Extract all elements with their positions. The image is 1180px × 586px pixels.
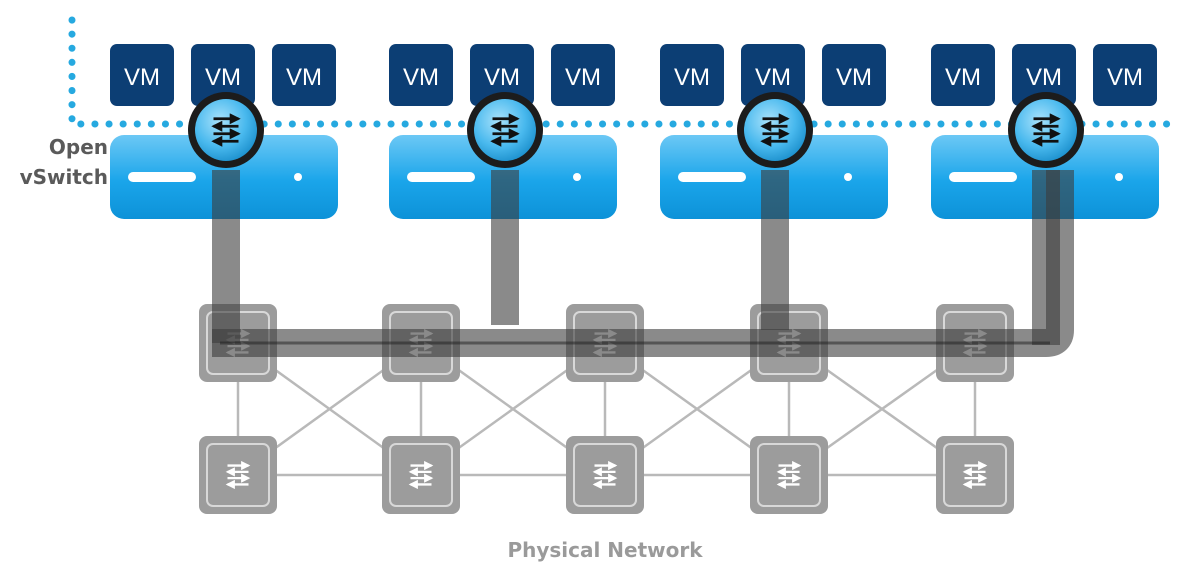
vm-label: VM: [755, 64, 791, 91]
vm-box: VM: [1012, 44, 1076, 106]
vm-box: VM: [741, 44, 805, 106]
vswitch-disc: [195, 99, 257, 161]
open-vswitch-label-line1: Open: [48, 135, 108, 159]
vm-label: VM: [1107, 64, 1143, 91]
vswitch-disc: [1015, 99, 1077, 161]
arrows-switch-icon: [490, 113, 520, 147]
vm-box-body: [1012, 44, 1076, 106]
vm-box-body: [660, 44, 724, 106]
arrows-switch-icon: [760, 113, 790, 147]
arrows-switch-icon: [225, 460, 251, 490]
vm-box-body: [931, 44, 995, 106]
open-vswitch-label-line2: vSwitch: [19, 165, 108, 189]
server-drive-slot: [949, 172, 1017, 182]
arrows-switch-icon: [211, 113, 241, 147]
vm-label: VM: [1026, 64, 1062, 91]
server-led: [573, 173, 581, 181]
vm-label: VM: [945, 64, 981, 91]
vm-box: VM: [931, 44, 995, 106]
physical-switch-inner-border: [573, 443, 637, 507]
server-led: [1115, 173, 1123, 181]
physical-switch-inner-border: [943, 443, 1007, 507]
vm-box: VM: [110, 44, 174, 106]
vm-box-body: [272, 44, 336, 106]
vm-label: VM: [836, 64, 872, 91]
overlay-path-layer: [212, 170, 1074, 357]
vm-box-body: [551, 44, 615, 106]
physical-switch: [566, 436, 644, 514]
physical-switch-layer: [199, 304, 1014, 514]
vm-box: VM: [191, 44, 255, 106]
vm-label: VM: [565, 64, 601, 91]
vswitch-disc: [744, 99, 806, 161]
server-drive-slot: [128, 172, 196, 182]
open-vswitch: [737, 92, 813, 168]
vm-label: VM: [124, 64, 160, 91]
open-vswitch: [467, 92, 543, 168]
vm-box: VM: [660, 44, 724, 106]
vm-box-body: [470, 44, 534, 106]
open-vswitch-label: Open vSwitch: [8, 132, 108, 192]
vm-layer: VM VM VM VM VM VM VM VM VM VM VM VM: [110, 44, 1157, 106]
physical-network-label: Physical Network: [507, 538, 703, 562]
server-drive-slot: [407, 172, 475, 182]
vm-box: VM: [389, 44, 453, 106]
server-layer: [110, 135, 1159, 219]
vm-box: VM: [272, 44, 336, 106]
vm-box: VM: [1093, 44, 1157, 106]
vm-box: VM: [822, 44, 886, 106]
physical-switch-body: [750, 436, 828, 514]
vm-label: VM: [205, 64, 241, 91]
physical-switch-body: [199, 436, 277, 514]
physical-switch: [750, 436, 828, 514]
physical-switch: [382, 436, 460, 514]
physical-switch: [199, 436, 277, 514]
vm-box: VM: [470, 44, 534, 106]
vswitch-disc: [474, 99, 536, 161]
vm-box-body: [822, 44, 886, 106]
physical-switch-body: [936, 436, 1014, 514]
vm-box-body: [110, 44, 174, 106]
physical-switch-inner-border: [206, 443, 270, 507]
vm-label: VM: [286, 64, 322, 91]
server-drive-slot: [678, 172, 746, 182]
physical-switch-inner-border: [757, 443, 821, 507]
physical-switch-body: [566, 436, 644, 514]
arrows-switch-icon: [592, 460, 618, 490]
open-vswitch: [188, 92, 264, 168]
vm-box-body: [1093, 44, 1157, 106]
server-led: [844, 173, 852, 181]
physical-switch-body: [382, 436, 460, 514]
server-led: [294, 173, 302, 181]
vm-box: VM: [551, 44, 615, 106]
arrows-switch-icon: [1031, 113, 1061, 147]
vm-label: VM: [484, 64, 520, 91]
physical-switch: [936, 436, 1014, 514]
vm-box-body: [741, 44, 805, 106]
open-vswitch: [1008, 92, 1084, 168]
vswitch-layer: [188, 92, 1084, 168]
vm-box-body: [389, 44, 453, 106]
arrows-switch-icon: [962, 460, 988, 490]
vm-label: VM: [403, 64, 439, 91]
physical-switch-inner-border: [389, 443, 453, 507]
vm-label: VM: [674, 64, 710, 91]
arrows-switch-icon: [408, 460, 434, 490]
vm-box-body: [191, 44, 255, 106]
arrows-switch-icon: [776, 460, 802, 490]
